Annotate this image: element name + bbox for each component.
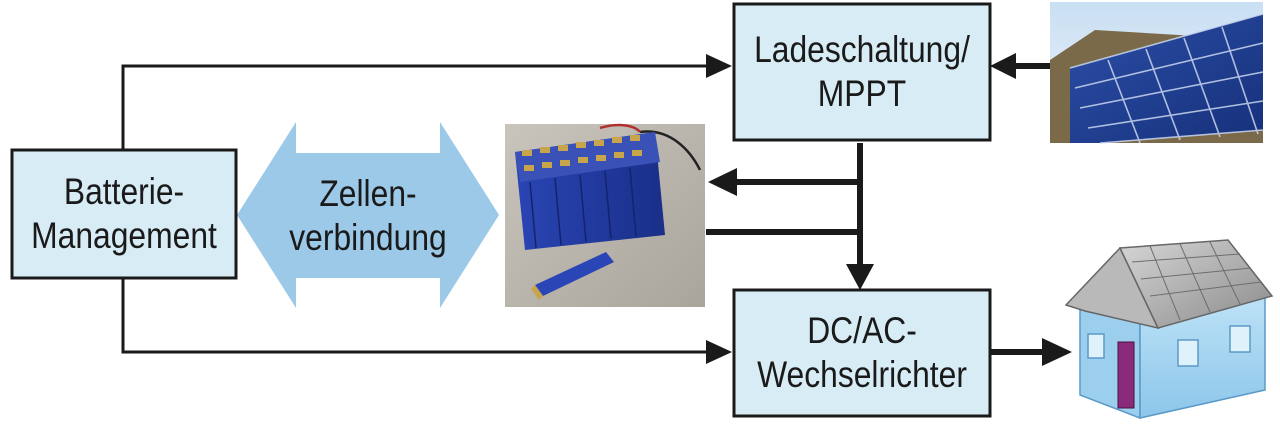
arrowhead-bus-to-inverter <box>846 264 874 290</box>
house-illustration <box>1064 239 1274 420</box>
bms-label: Batterie- Management <box>31 171 217 256</box>
arrowhead-bms-to-charger <box>706 54 732 78</box>
arrowheads <box>706 53 1072 366</box>
bms-to-charger-line <box>121 64 708 150</box>
inverter-block <box>732 288 992 418</box>
arrowhead-inverter-to-house <box>1042 338 1072 366</box>
bms-to-inverter-line <box>121 278 708 354</box>
arrowhead-bms-to-inverter <box>706 340 732 364</box>
battery-pack-photo <box>505 123 705 307</box>
inverter-label: DC/AC- Wechselrichter <box>757 310 967 395</box>
connector-lines <box>121 63 1050 355</box>
charger-block <box>732 2 992 142</box>
cell-connection-double-arrow <box>237 122 499 308</box>
cell-connection-label: Zellen- verbindung <box>289 173 447 258</box>
arrowhead-charger-to-battery <box>708 168 737 196</box>
bms-block <box>10 148 238 280</box>
arrowhead-solar-to-charger <box>990 53 1016 79</box>
charger-label: Ladeschaltung/ MPPT <box>754 29 970 114</box>
solar-panel-photo <box>1050 2 1264 144</box>
